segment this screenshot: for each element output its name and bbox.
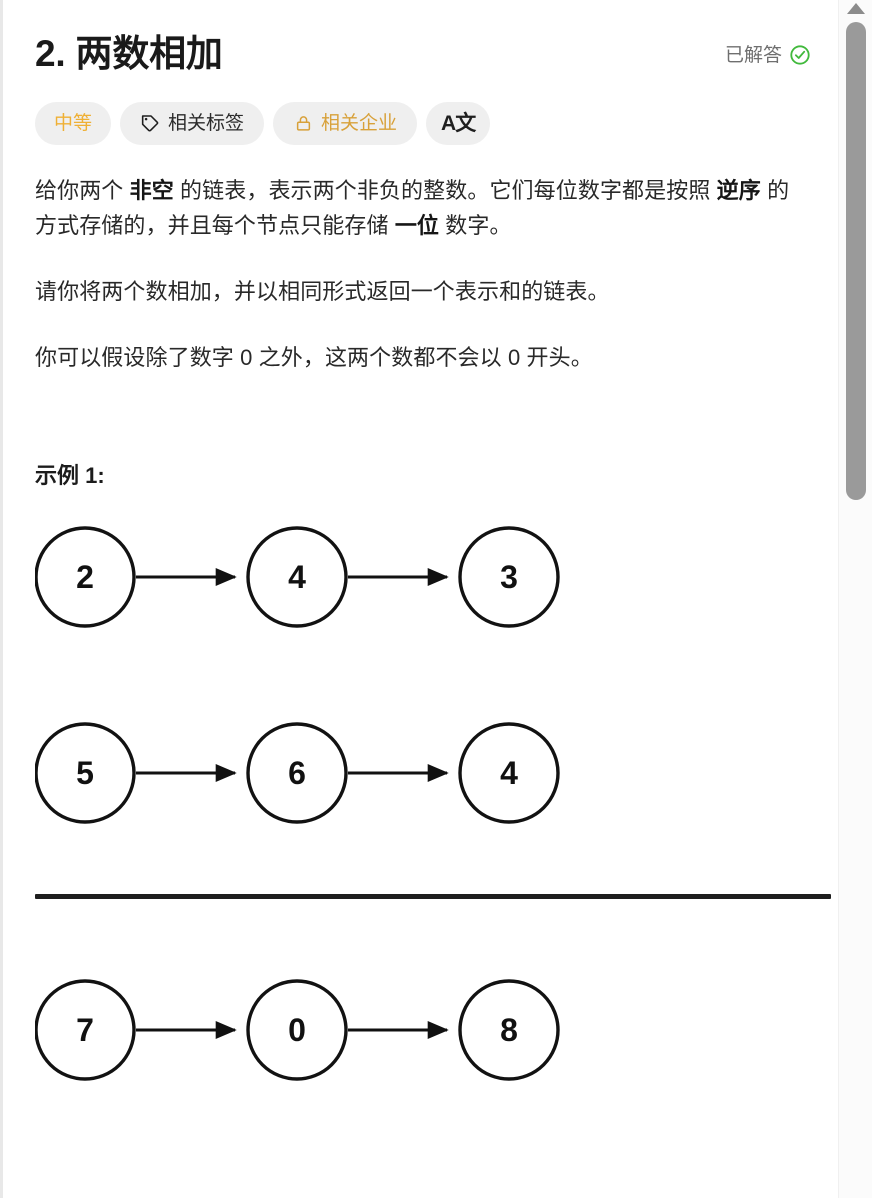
list-node (458, 979, 560, 1081)
diagram-divider (35, 893, 831, 899)
related-topics-button[interactable]: 相关标签 (120, 101, 265, 145)
related-companies-label: 相关企业 (321, 112, 398, 134)
list-node-value: 4 (288, 559, 306, 595)
list-node (35, 722, 136, 824)
list-node (458, 722, 560, 824)
lock-icon (293, 113, 313, 133)
difficulty-badge[interactable]: 中等 (35, 101, 112, 145)
linked-list-diagram-input-1: 2 4 3 (35, 518, 811, 636)
status-badge-label: 已解答 (724, 44, 782, 66)
linked-list-diagram-output: 7 0 8 (35, 971, 811, 1089)
list-node (35, 979, 136, 1081)
list-node-value: 4 (500, 755, 518, 791)
linked-list-svg: 5 6 4 (35, 722, 560, 824)
difficulty-badge-label: 中等 (54, 112, 93, 134)
list-node-value: 7 (76, 1012, 94, 1048)
list-node (458, 526, 560, 628)
badge-row: 中等 相关标签 相关企业 (35, 101, 811, 145)
description-paragraph-3: 你可以假设除了数字 0 之外，这两个数都不会以 0 开头。 (35, 344, 593, 370)
list-node-value: 5 (76, 755, 94, 791)
emphasis-text: 一位 (394, 213, 440, 239)
list-node (246, 526, 348, 628)
list-node (246, 979, 348, 1081)
related-companies-button[interactable]: 相关企业 (273, 101, 418, 145)
linked-list-svg: 7 0 8 (35, 979, 560, 1081)
chevron-up-icon[interactable] (846, 3, 865, 14)
list-node (35, 526, 136, 628)
description-paragraph-2: 请你将两个数相加，并以相同形式返回一个表示和的链表。 (35, 278, 610, 304)
list-node-value: 6 (288, 755, 306, 791)
vertical-scrollbar[interactable] (838, 0, 872, 1198)
problem-content-scroll-area[interactable]: 2. 两数相加 已解答 中等 (3, 0, 841, 1198)
check-circle-icon (789, 44, 811, 66)
list-node-value: 0 (288, 1012, 306, 1048)
list-node-value: 3 (500, 559, 518, 595)
translate-button[interactable]: A文 (426, 101, 491, 145)
linked-list-svg: 2 4 3 (35, 526, 560, 628)
translate-icon: A文 (441, 111, 476, 135)
description-paragraph-1: 给你两个 非空 的链表，表示两个非负的整数。它们每位数字都是按照 逆序 的方式存… (35, 177, 790, 239)
status-badge: 已解答 (725, 44, 811, 66)
title-row: 2. 两数相加 已解答 (35, 32, 811, 76)
list-node-value: 2 (76, 559, 94, 595)
emphasis-text: 非空 (129, 177, 174, 203)
scrollbar-thumb[interactable] (846, 22, 866, 500)
tag-icon (140, 113, 160, 133)
emphasis-text: 逆序 (716, 177, 761, 203)
list-node-value: 8 (500, 1012, 518, 1048)
problem-description: 给你两个 非空 的链表，表示两个非负的整数。它们每位数字都是按照 逆序 的方式存… (35, 173, 811, 376)
related-topics-label: 相关标签 (168, 112, 245, 134)
page-title: 2. 两数相加 (35, 33, 223, 74)
list-node (246, 722, 348, 824)
example-heading: 示例 1: (35, 463, 105, 489)
linked-list-diagram-input-2: 5 6 4 (35, 714, 811, 832)
